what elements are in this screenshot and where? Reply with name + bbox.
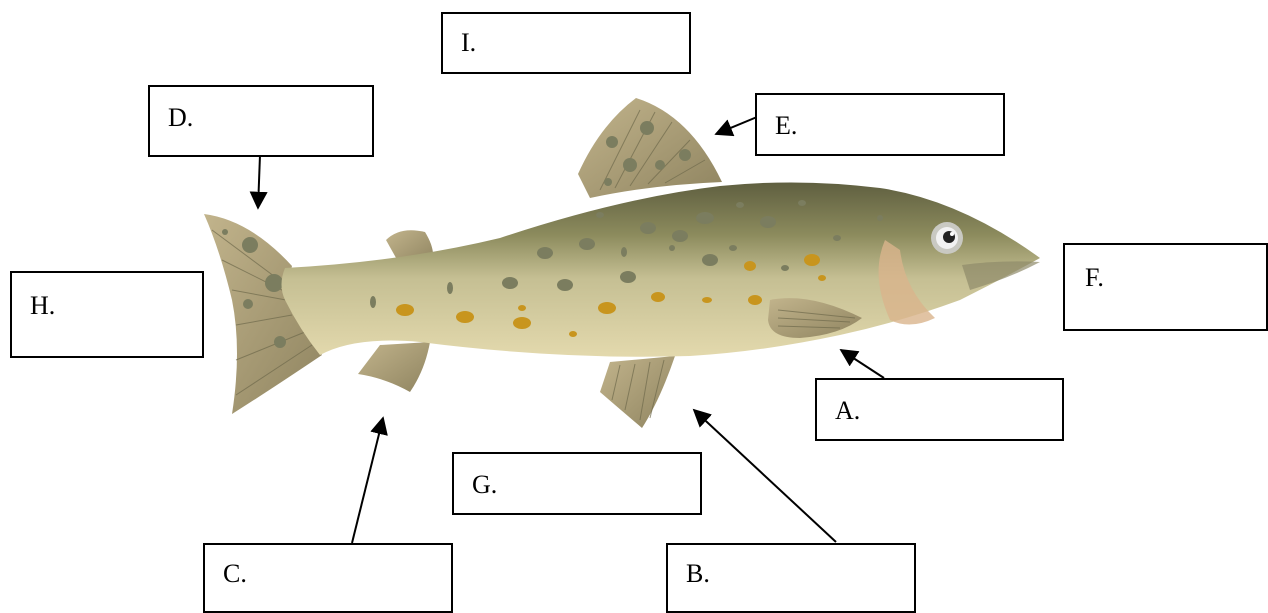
pelvic-fin xyxy=(600,356,675,428)
label-e: E. xyxy=(775,111,797,141)
label-i: I. xyxy=(461,28,476,58)
anal-fin xyxy=(358,342,430,392)
arrow-d xyxy=(258,155,260,208)
label-box-c: C. xyxy=(203,543,453,613)
label-box-h: H. xyxy=(10,271,204,358)
label-box-a: A. xyxy=(815,378,1064,441)
fish-body xyxy=(282,182,1041,356)
label-b: B. xyxy=(686,559,710,589)
label-f: F. xyxy=(1085,263,1104,293)
label-c: C. xyxy=(223,559,247,589)
label-box-e: E. xyxy=(755,93,1005,156)
fish-eye xyxy=(931,222,963,254)
label-box-d: D. xyxy=(148,85,374,157)
label-g: G. xyxy=(472,470,497,500)
label-box-i: I. xyxy=(441,12,691,74)
label-box-b: B. xyxy=(666,543,916,613)
dorsal-fin xyxy=(578,98,722,198)
label-box-f: F. xyxy=(1063,243,1268,331)
label-h: H. xyxy=(30,291,55,321)
arrow-c xyxy=(352,418,383,543)
label-a: A. xyxy=(835,396,860,426)
arrow-a xyxy=(841,350,884,378)
label-box-g: G. xyxy=(452,452,702,515)
arrow-e xyxy=(716,117,757,134)
label-d: D. xyxy=(168,103,193,133)
mouth xyxy=(962,261,1040,290)
